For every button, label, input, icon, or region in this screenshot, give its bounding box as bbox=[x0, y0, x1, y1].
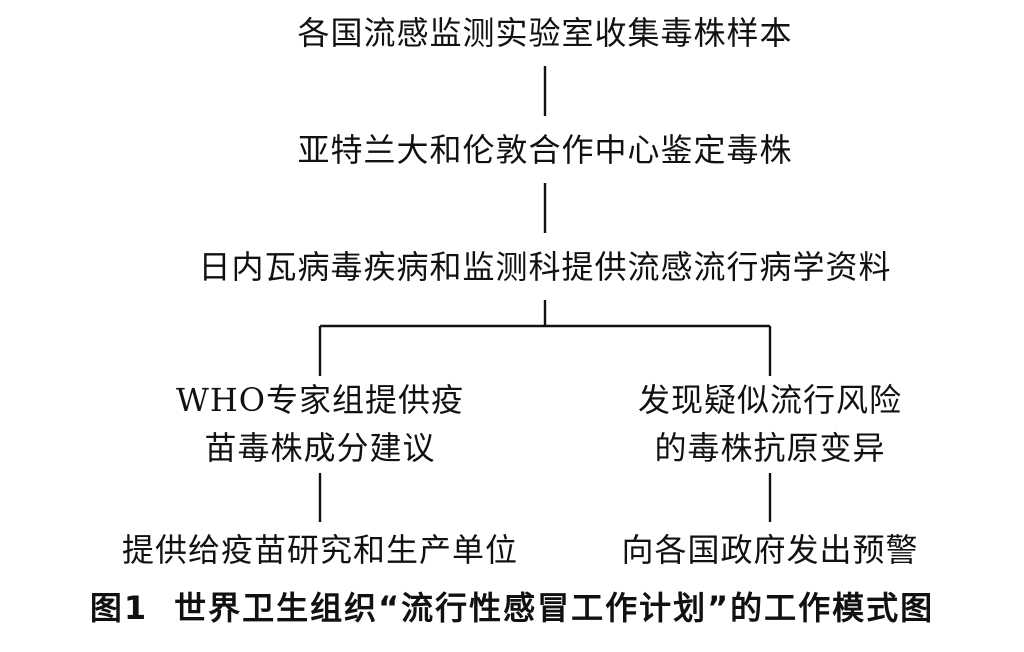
node-identify-strains: 亚特兰大和伦敦合作中心鉴定毒株 bbox=[297, 131, 793, 169]
node-who-expert-recommend-line-2: 苗毒株成分建议 bbox=[204, 429, 436, 467]
node-detect-variation: 发现疑似流行风险 的毒株抗原变异 bbox=[610, 376, 930, 472]
node-provide-epidemiology: 日内瓦病毒疾病和监测科提供流感流行病学资料 bbox=[198, 248, 892, 286]
node-detect-variation-line-1: 发现疑似流行风险 bbox=[637, 381, 902, 419]
figure-caption-text: 世界卫生组织“流行性感冒工作计划”的工作模式图 bbox=[174, 589, 935, 627]
node-who-expert-recommend-line-1: WHO专家组提供疫 bbox=[175, 381, 465, 419]
figure-caption: 图1 世界卫生组织“流行性感冒工作计划”的工作模式图 bbox=[0, 584, 1024, 632]
node-provide-to-vaccine-producers: 提供给疫苗研究和生产单位 bbox=[121, 531, 518, 569]
figure-caption-label: 图1 bbox=[89, 589, 149, 627]
node-warn-governments: 向各国政府发出预警 bbox=[621, 531, 919, 569]
node-who-expert-recommend: WHO专家组提供疫 苗毒株成分建议 bbox=[160, 376, 480, 472]
node-collect-samples: 各国流感监测实验室收集毒株样本 bbox=[297, 14, 793, 52]
node-detect-variation-line-2: 的毒株抗原变异 bbox=[654, 429, 886, 467]
